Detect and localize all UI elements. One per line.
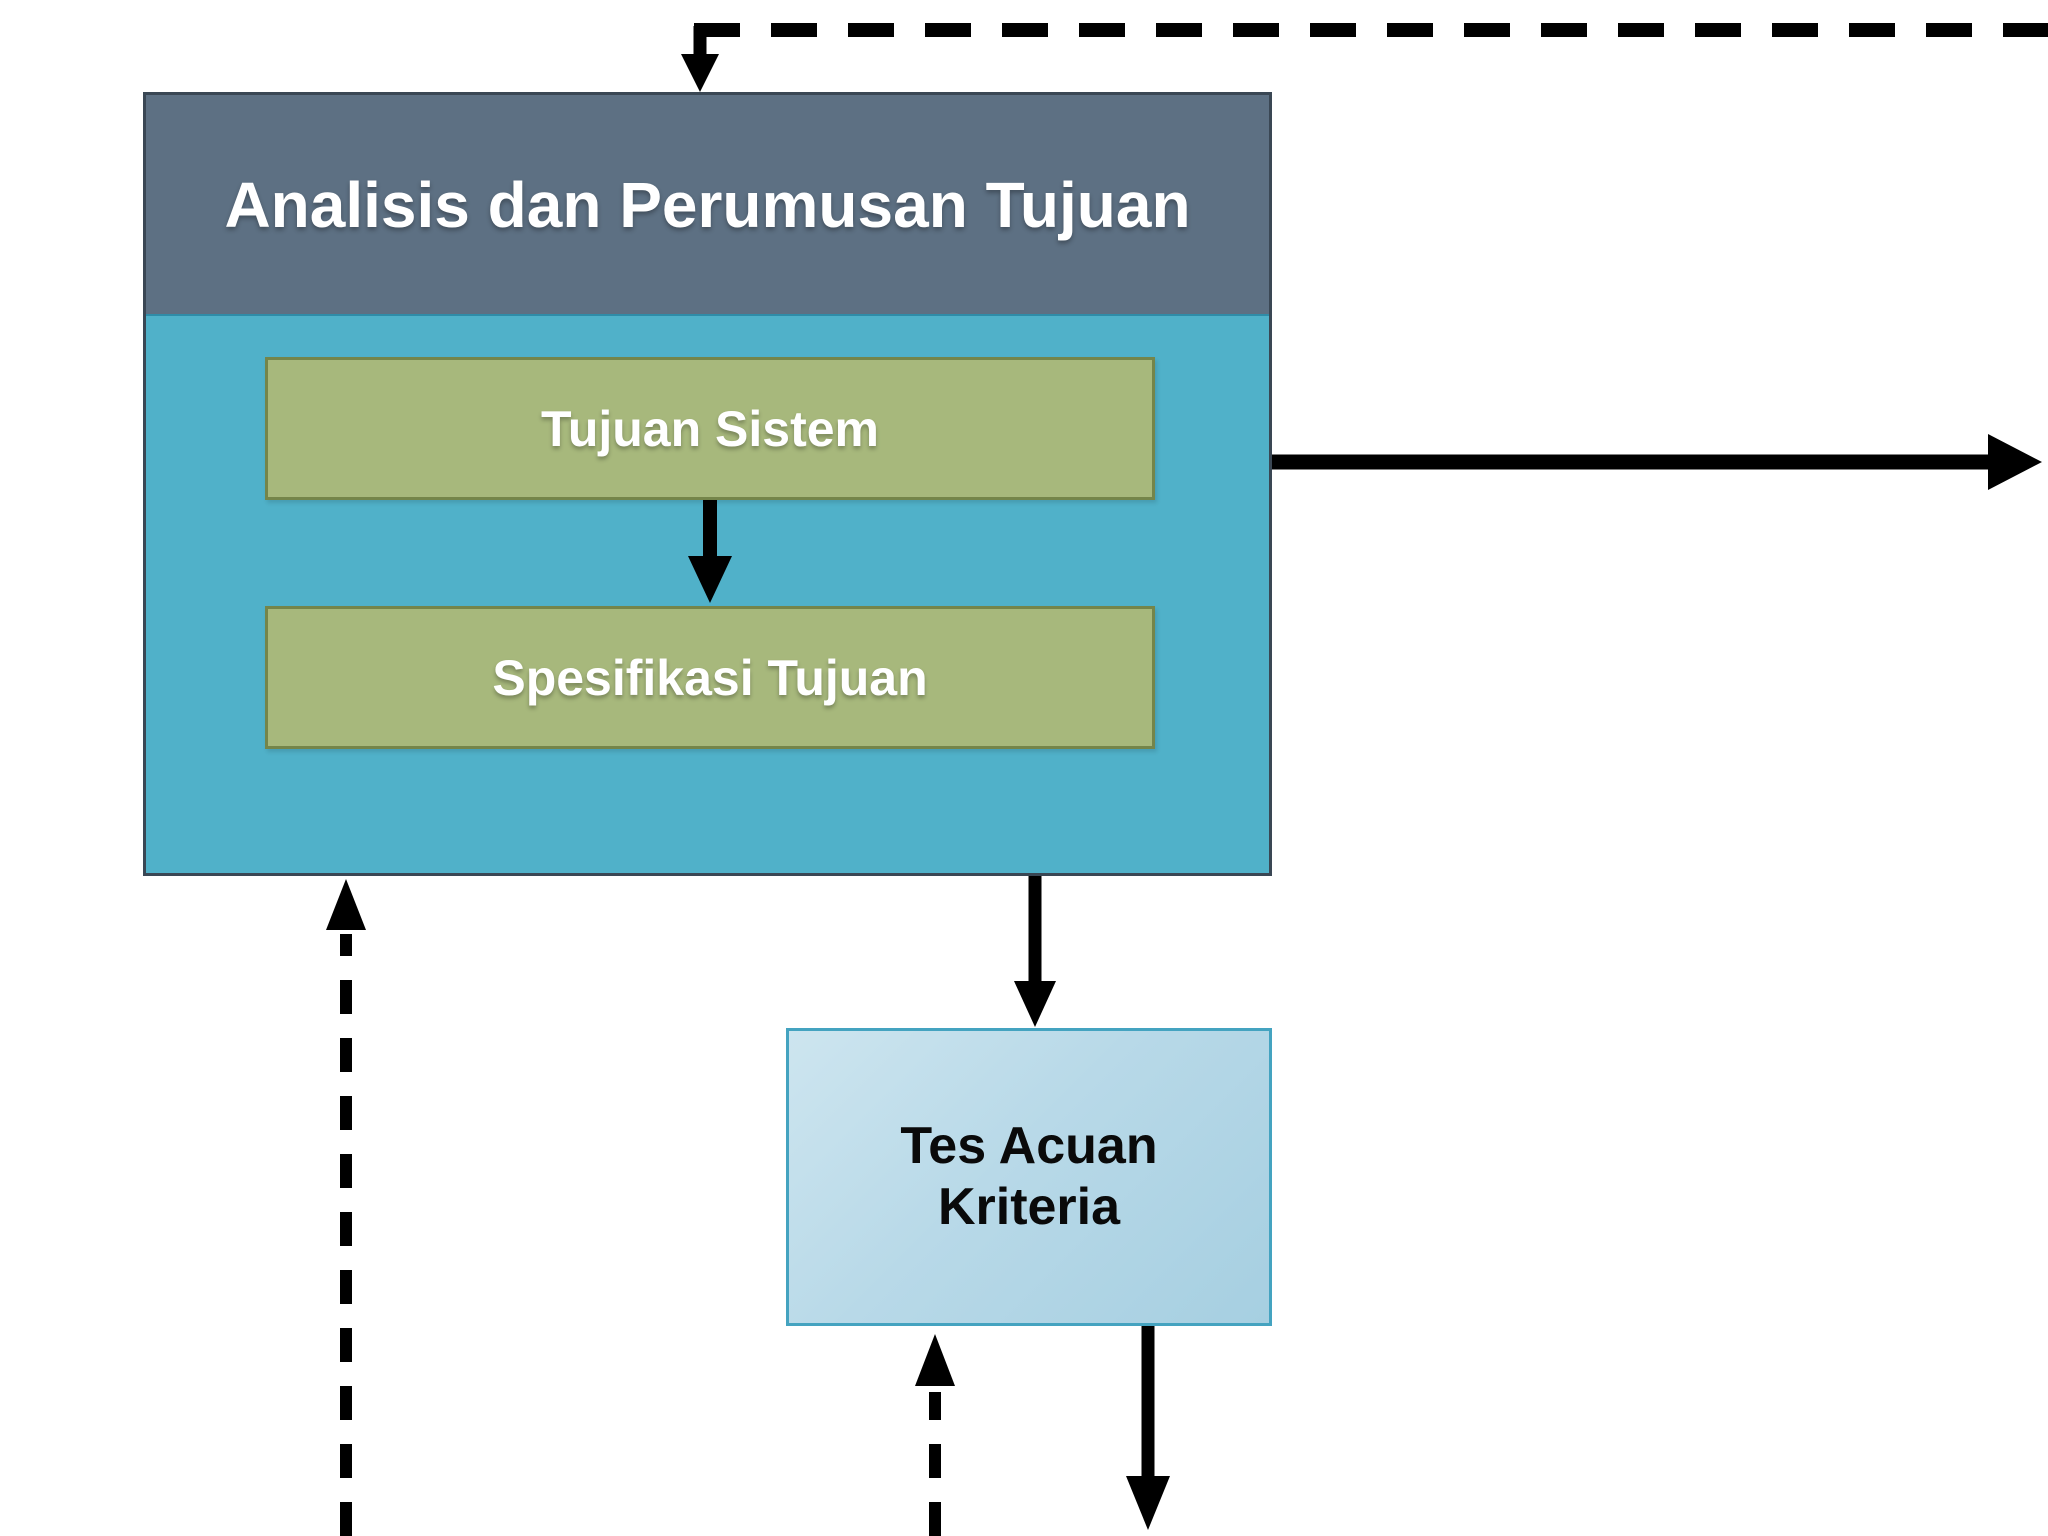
connector-analisis-to-tes-acuan [1014, 876, 1056, 1027]
spesifikasi-tujuan-label: Spesifikasi Tujuan [492, 649, 928, 706]
node-spesifikasi-tujuan: Spesifikasi Tujuan [265, 606, 1155, 749]
arrowhead-up-into-analisis-bottom [326, 879, 366, 930]
arrowhead-up-into-tes-acuan-bottom [915, 1334, 955, 1386]
tes-acuan-kriteria-label-line1: Tes Acuan [900, 1116, 1158, 1175]
connector-feedback-left-dashed [326, 879, 366, 1536]
tujuan-sistem-label: Tujuan Sistem [540, 400, 879, 457]
connector-tes-acuan-to-bottom [1126, 1326, 1170, 1530]
arrowhead-into-tes-acuan-top [1014, 981, 1056, 1027]
tes-acuan-kriteria-label-line2: Kriteria [937, 1178, 1121, 1236]
analisis-title: Analisis dan Perumusan Tujuan [224, 168, 1191, 241]
connector-tujuan-sistem-to-right [1272, 434, 2042, 490]
arrowhead-down-offscreen [1126, 1476, 1170, 1530]
connector-feedback-to-tes-dashed [915, 1334, 955, 1536]
connector-feedback-top-dashed [681, 23, 2048, 92]
arrowhead-down-into-analisis-top [681, 54, 719, 92]
node-tujuan-sistem: Tujuan Sistem [265, 357, 1155, 500]
analisis-header-band: Analisis dan Perumusan Tujuan [146, 95, 1269, 314]
arrowhead-right-offscreen [1988, 434, 2042, 490]
node-tes-acuan-kriteria: Tes Acuan Kriteria [786, 1028, 1272, 1326]
